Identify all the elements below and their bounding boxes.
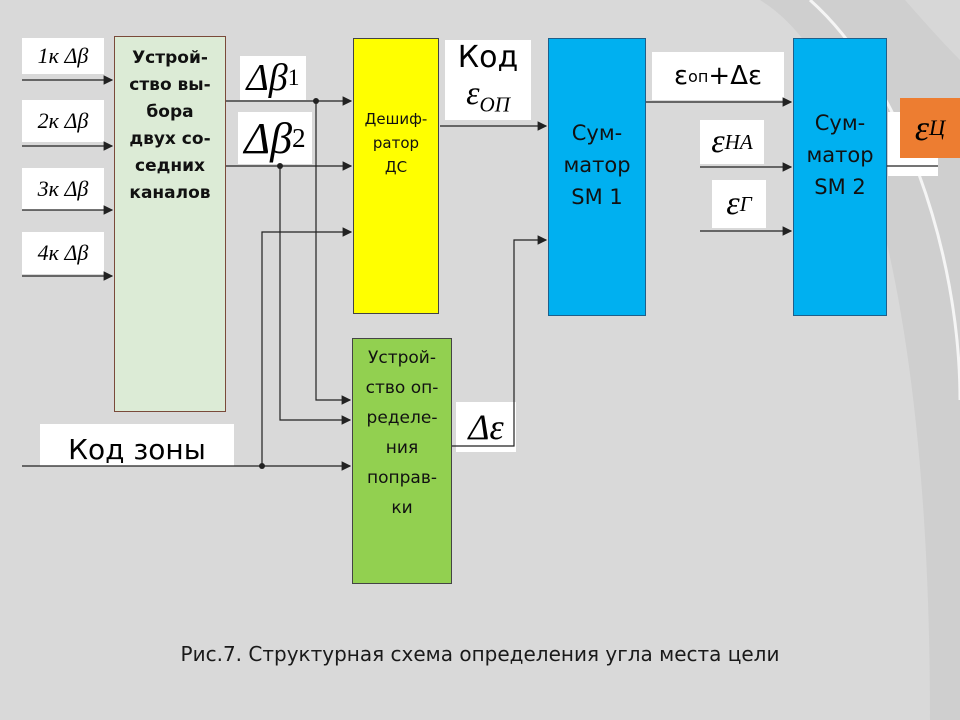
eps-op-text: εОП (466, 75, 510, 117)
correction-block: Устрой- ство оп- ределе- ния поправ- ки (352, 338, 452, 584)
delta-eps-label: Δε (456, 402, 516, 452)
code-eps-op-label: Код εОП (445, 40, 531, 120)
decoder-block: Дешиф- ратор ДС (353, 38, 439, 314)
input-label-3: 3к Δβ (22, 168, 104, 210)
channel-selector-block: Устрой- ство вы- бора двух со- седних ка… (114, 36, 226, 412)
input-label-4: 4к Δβ (22, 232, 104, 274)
zone-code-label: Код зоны (40, 424, 234, 466)
adder-sm2-block: Сум- матор SM 2 (793, 38, 887, 316)
adder-sm1-block: Сум- матор SM 1 (548, 38, 646, 316)
code-text: Код (457, 40, 519, 75)
input-label-2: 2к Δβ (22, 100, 104, 142)
figure-caption: Рис.7. Структурная схема определения угл… (180, 642, 780, 666)
input-label-1: 1к Δβ (22, 38, 104, 74)
